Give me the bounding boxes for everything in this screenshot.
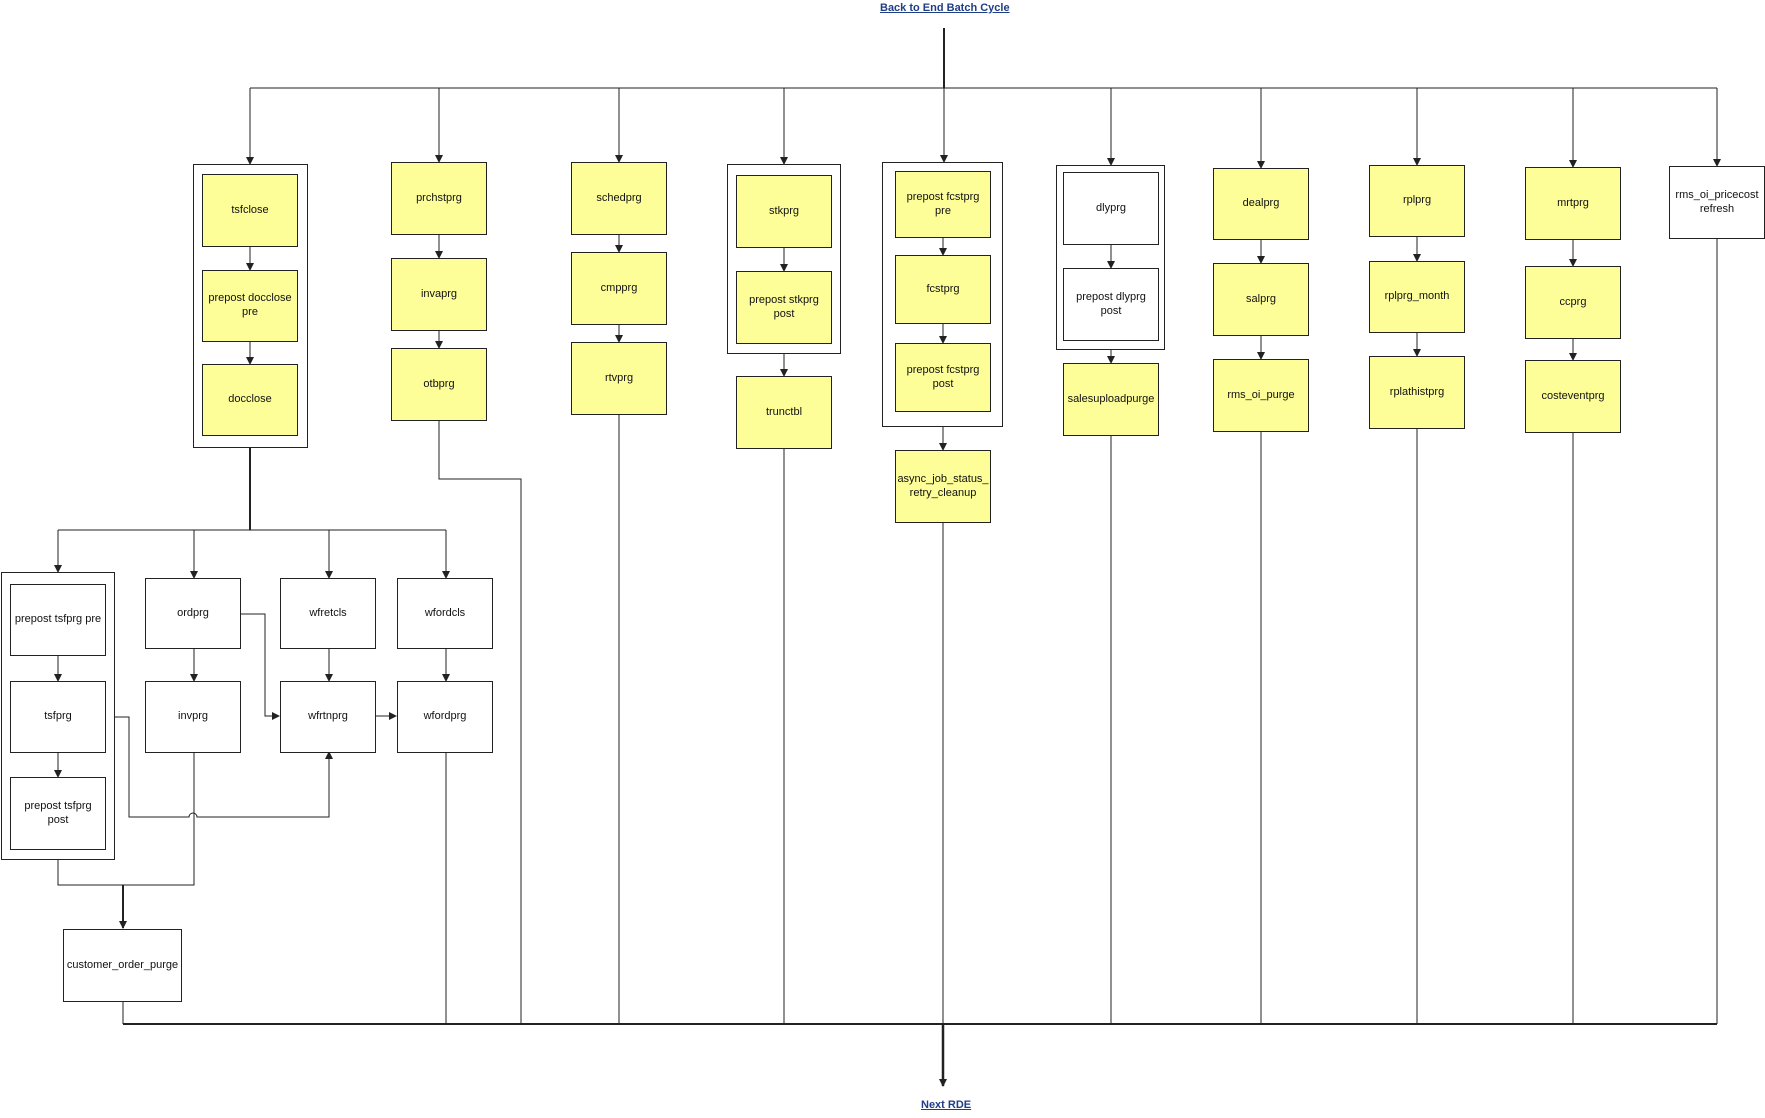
wfrtnprg-node[interactable]: wfrtnprg: [280, 681, 376, 753]
prepost-tsfprg-post-node[interactable]: prepost tsfprg post: [10, 777, 106, 850]
trunctbl-node[interactable]: trunctbl: [736, 376, 832, 449]
rms-oi-purge-node[interactable]: rms_oi_purge: [1213, 359, 1309, 432]
rplprg-month-node[interactable]: rplprg_month: [1369, 261, 1465, 333]
prepost-fcstprg-post-node[interactable]: prepost fcstprg post: [895, 343, 991, 412]
prepost-tsfprg-pre-node[interactable]: prepost tsfprg pre: [10, 584, 106, 656]
fcstprg-node[interactable]: fcstprg: [895, 255, 991, 324]
arrow-ordprg-wfrtnprg: [241, 613, 280, 720]
dlyprg-group: [1056, 165, 1165, 350]
dlyprg-node[interactable]: dlyprg: [1063, 172, 1159, 245]
rplathistprg-node[interactable]: rplathistprg: [1369, 356, 1465, 429]
fcstprg-group: [882, 162, 1003, 427]
wfordcls-node[interactable]: wfordcls: [397, 578, 493, 649]
schedprg-node[interactable]: schedprg: [571, 162, 667, 235]
back-to-end-batch-cycle-link[interactable]: Back to End Batch Cycle: [880, 2, 1010, 14]
rtvprg-node[interactable]: rtvprg: [571, 342, 667, 415]
rplprg-node[interactable]: rplprg: [1369, 165, 1465, 237]
line-invprg-merge: [123, 753, 195, 886]
otbprg-node[interactable]: otbprg: [391, 348, 487, 421]
prepost-docclose-pre-node[interactable]: prepost docclose pre: [202, 270, 298, 342]
tsfclose-group: [193, 164, 308, 448]
dealprg-node[interactable]: dealprg: [1213, 168, 1309, 240]
arrow-tsfprg-wfrtnprg: [114, 716, 333, 818]
wfretcls-node[interactable]: wfretcls: [280, 578, 376, 649]
next-rde-link[interactable]: Next RDE: [921, 1099, 972, 1111]
tsfprg-node[interactable]: tsfprg: [10, 681, 106, 753]
ccprg-node[interactable]: ccprg: [1525, 266, 1621, 339]
ordprg-node[interactable]: ordprg: [145, 578, 241, 649]
docclose-node[interactable]: docclose: [202, 364, 298, 436]
stkprg-node[interactable]: stkprg: [736, 175, 832, 248]
stkprg-group: [727, 164, 841, 354]
rms-oi-pricecost-refresh-node[interactable]: rms_oi_pricecost refresh: [1669, 166, 1765, 239]
prepost-fcstprg-pre-node[interactable]: prepost fcstprg pre: [895, 171, 991, 238]
line-otbprg-route: [438, 421, 522, 1024]
prepost-dlyprg-post-node[interactable]: prepost dlyprg post: [1063, 268, 1159, 341]
async-job-status-retry-cleanup-node[interactable]: async_job_status_ retry_cleanup: [895, 450, 991, 523]
salesuploadpurge-node[interactable]: salesuploadpurge: [1063, 363, 1159, 436]
line-tsfgroup-merge: [57, 860, 123, 886]
cmpprg-node[interactable]: cmpprg: [571, 252, 667, 325]
prchstprg-node[interactable]: prchstprg: [391, 162, 487, 235]
costeventprg-node[interactable]: costeventprg: [1525, 360, 1621, 433]
invprg-node[interactable]: invprg: [145, 681, 241, 753]
customer-order-purge-node[interactable]: customer_order_purge: [63, 929, 182, 1002]
tsfprg-group: [1, 572, 115, 860]
salprg-node[interactable]: salprg: [1213, 263, 1309, 336]
wfordprg-node[interactable]: wfordprg: [397, 681, 493, 753]
mrtprg-node[interactable]: mrtprg: [1525, 167, 1621, 240]
tsfclose-node[interactable]: tsfclose: [202, 174, 298, 247]
invaprg-node[interactable]: invaprg: [391, 258, 487, 331]
prepost-stkprg-post-node[interactable]: prepost stkprg post: [736, 271, 832, 344]
